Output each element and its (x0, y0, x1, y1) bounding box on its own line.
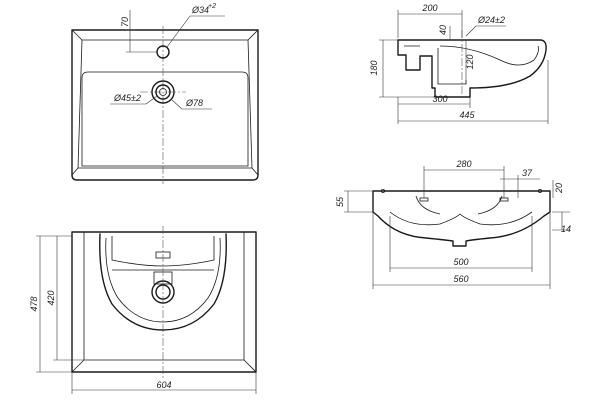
dim-overflow-hole: Ø24±2 (477, 15, 505, 25)
front-view-body (372, 190, 551, 247)
dim-depth: 120 (465, 54, 475, 69)
dim-overall-width: 560 (453, 274, 468, 284)
top-view-bowl (81, 71, 249, 167)
drain-hole (155, 84, 171, 100)
dim-rim-height: 55 (335, 196, 345, 207)
dim-hole-width: 37 (522, 168, 533, 178)
front-hole-left (419, 197, 429, 202)
top-view-rim-inner (77, 39, 253, 169)
bottom-view-inner (83, 232, 245, 361)
dim-drain-bowl: Ø78 (185, 98, 203, 108)
dim-inner: 300 (432, 94, 447, 104)
bottom-view: 478 420 604 (29, 226, 257, 394)
side-section-body (397, 39, 547, 98)
dim-edge-height: 20 (554, 183, 564, 194)
dim-inner-height: 420 (46, 290, 56, 305)
front-view-bowl (389, 211, 533, 226)
dim-offset: 40 (438, 25, 448, 35)
top-view-outline (71, 29, 259, 181)
dim-total-height: 478 (29, 296, 39, 311)
top-view: 70 Ø34 +2 Ø45±2 Ø78 (71, 3, 259, 184)
drain-bowl-ring (151, 80, 175, 104)
dim-tap-hole-tol: +2 (208, 3, 216, 10)
dim-height: 180 (369, 60, 379, 75)
dim-inner-width: 500 (453, 257, 468, 267)
side-section-view: 200 40 Ø24±2 120 180 300 445 (369, 3, 549, 124)
side-section-inner (404, 45, 539, 66)
dim-tap-hole: Ø34 (191, 5, 209, 15)
dim-total-depth: 445 (459, 110, 475, 120)
dim-tap-offset: 70 (120, 17, 130, 27)
dim-top-width: 200 (421, 3, 437, 13)
front-view: 280 37 20 55 14 500 560 (335, 159, 571, 289)
dim-width: 604 (156, 380, 171, 390)
dim-holes-span: 280 (455, 159, 471, 169)
dim-drain-hole: Ø45±2 (113, 93, 141, 103)
dim-lip: 14 (561, 224, 571, 234)
